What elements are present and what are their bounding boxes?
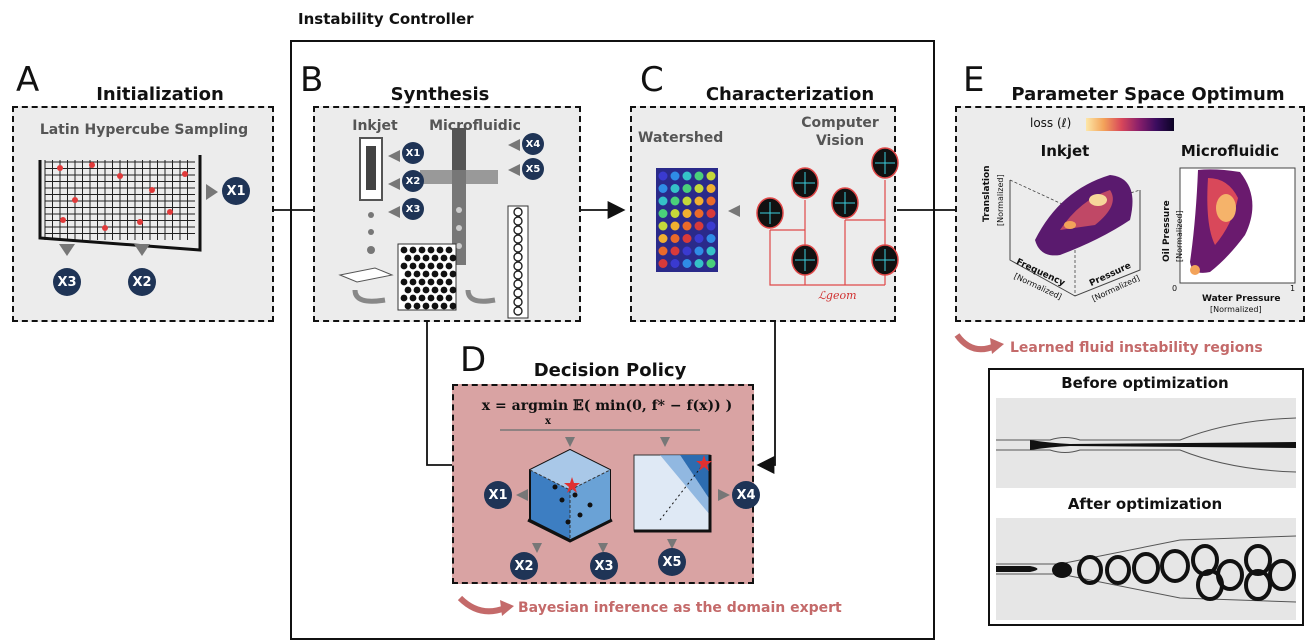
panel-a-subtitle: Latin Hypercube Sampling <box>39 122 249 138</box>
arrow-grey-x1 <box>206 184 218 200</box>
decision-formula: x = argmin 𝔼( min(0, f* − f(x)) ) <box>481 398 733 414</box>
panel-a-title: Initialization <box>96 84 224 105</box>
badge-x5-b: X5 <box>522 158 544 180</box>
note-regions: Learned fluid instability regions <box>1010 340 1263 356</box>
badge-x2-a: X2 <box>128 268 156 296</box>
controller-title: Instability Controller <box>298 10 474 28</box>
loss-colorbar <box>1086 118 1174 131</box>
badge-x4-d: X4 <box>732 481 760 509</box>
panel-c-sub-watershed: Watershed <box>638 130 724 146</box>
panel-c-loss: ℒgeom <box>818 289 857 302</box>
badge-x3-b: X3 <box>402 198 424 220</box>
panel-b-title: Synthesis <box>390 84 490 105</box>
panel-c-letter: C <box>640 60 664 100</box>
arrow-grey-x2 <box>134 244 150 256</box>
panel-a-letter: A <box>16 60 40 100</box>
panel-d-title: Decision Policy <box>533 360 687 381</box>
arrow-d-to-b <box>418 301 452 466</box>
panel-e-micro-title: Microfluidic <box>1180 142 1280 160</box>
panel-e-loss-label: loss (ℓ) <box>1030 116 1072 130</box>
badge-x4-b: X4 <box>522 133 544 155</box>
panel-d-letter: D <box>460 340 487 380</box>
panel-c-title: Characterization <box>705 84 875 105</box>
axis-water-norm: [Normalized] <box>1210 305 1262 314</box>
before-title: Before optimization <box>1061 374 1229 392</box>
panel-e-inkjet-title: Inkjet <box>1040 142 1090 160</box>
badge-x2-d: X2 <box>510 552 538 580</box>
panel-b-letter: B <box>300 60 324 100</box>
badge-x2-b: X2 <box>402 170 424 192</box>
tick-0: 0 <box>1172 284 1178 293</box>
tick-1: 1 <box>1290 284 1296 293</box>
badge-x1-b: X1 <box>402 142 424 164</box>
after-title: After optimization <box>1067 495 1223 513</box>
arrow-grey-x3 <box>59 244 75 256</box>
badge-x1-d: X1 <box>484 481 512 509</box>
badge-x3-d: X3 <box>590 552 618 580</box>
badge-x5-d: X5 <box>658 548 686 576</box>
panel-e-title: Parameter Space Optimum <box>1011 84 1285 105</box>
axis-water: Water Pressure <box>1202 294 1281 304</box>
decision-formula-sub: x <box>545 416 551 427</box>
badge-x3-a: X3 <box>53 268 81 296</box>
panel-e-letter: E <box>963 60 985 100</box>
panel-c-sub-cv-1: Computer <box>801 115 879 131</box>
panel-b-sub-inkjet: Inkjet <box>352 118 398 134</box>
note-bayes: Bayesian inference as the domain expert <box>518 600 842 616</box>
badge-x1-a: X1 <box>222 177 250 205</box>
arrow-c-to-d <box>756 320 776 474</box>
photo-frame <box>988 368 1304 626</box>
panel-c-sub-cv-2: Vision <box>815 133 865 149</box>
